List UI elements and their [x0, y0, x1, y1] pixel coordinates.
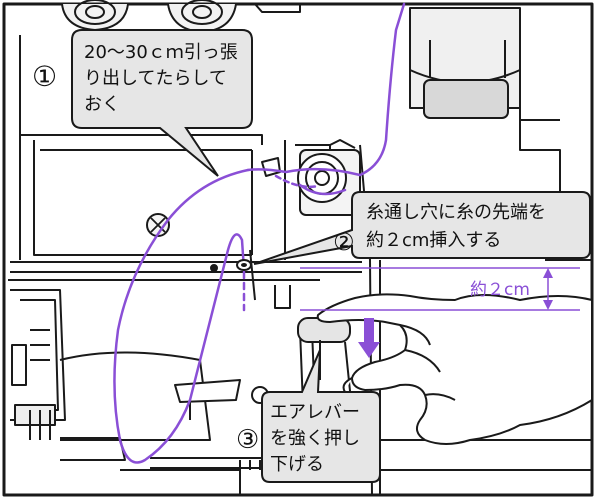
callout-2: 糸通し穴に糸の先端を ② 約２cm挿入する	[253, 191, 591, 265]
callout-2-number: ②	[333, 228, 355, 256]
callout-1: ① 20〜30ｃｍ引っ張 り出してたらして おく	[32, 29, 253, 177]
callout-3-line-3: 下げる	[270, 454, 324, 475]
dimension-marker	[300, 267, 580, 311]
callout-2-line-1: 糸通し穴に糸の先端を	[366, 202, 546, 223]
callout-1-line-3: おく	[84, 94, 120, 115]
dimension-label: 約２cm	[470, 280, 530, 300]
callout-1-line-1: 20〜30ｃｍ引っ張	[84, 42, 238, 63]
callout-3-line-1: エアレバー	[270, 402, 360, 423]
callout-1-line-2: り出してたらして	[84, 68, 227, 89]
top-spool-mid	[167, 0, 237, 33]
callout-2-line-2: 約２cm挿入する	[366, 230, 501, 251]
top-spool-left	[61, 0, 129, 31]
callout-1-number: ①	[32, 60, 57, 93]
hand	[316, 293, 593, 445]
callout-3-number: ③	[236, 425, 259, 455]
lower-left-mechanism	[10, 289, 211, 461]
down-arrow-icon	[358, 318, 380, 358]
roller	[409, 7, 561, 260]
callout-3: ③ エアレバー を強く押し 下げる	[236, 349, 381, 483]
thread	[113, 2, 406, 464]
callout-3-line-2: を強く押し	[270, 428, 360, 449]
thread-hole	[236, 259, 252, 271]
